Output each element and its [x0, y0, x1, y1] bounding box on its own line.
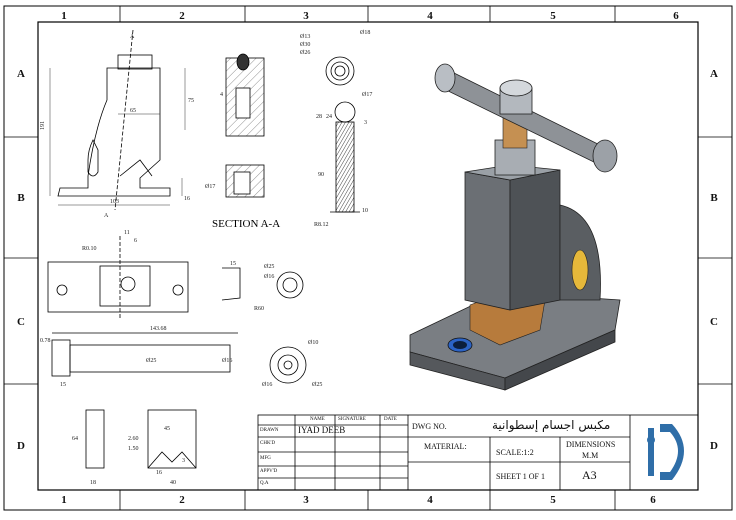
- dim-d25-handle: Ø25: [146, 358, 156, 364]
- tb-header-date: DATE: [384, 417, 397, 422]
- dim-4: 4: [220, 92, 223, 98]
- dim-45: 45: [164, 426, 170, 432]
- dim-r8-12: R8.12: [314, 222, 329, 228]
- front-view-dimensions: [49, 68, 186, 206]
- dim-d17-front: Ø17: [205, 184, 215, 190]
- zone-col-6-top: 6: [673, 10, 679, 22]
- cap-view: [269, 346, 307, 384]
- screw-side-view: [330, 101, 360, 213]
- section-marker-a-bottom: A: [104, 213, 109, 219]
- zone-row-d-left: D: [17, 440, 25, 452]
- base-top-view: [47, 236, 189, 320]
- dim-15-jaw: 15: [230, 261, 236, 267]
- tb-mfg-label: MFG: [260, 456, 271, 461]
- zone-col-3-top: 3: [303, 10, 309, 22]
- dim-75: 75: [188, 98, 194, 104]
- dim-6: 6: [134, 238, 137, 244]
- dim-d25-cap: Ø25: [312, 382, 322, 388]
- section-caption: SECTION A-A: [212, 218, 280, 230]
- dim-40: 40: [170, 480, 176, 486]
- dim-r0-10: R0.10: [82, 246, 97, 252]
- dim-16: 16: [184, 196, 190, 202]
- dim-d13: Ø13: [300, 34, 310, 40]
- tb-dimensions-unit: M.M: [582, 451, 599, 460]
- tb-qa-label: Q.A: [260, 481, 269, 486]
- dim-d17-screw: Ø17: [362, 92, 372, 98]
- front-view: [57, 29, 171, 211]
- dim-28: 28: [316, 114, 322, 120]
- zone-col-1-bottom: 1: [61, 494, 67, 506]
- zone-col-2-top: 2: [179, 10, 185, 22]
- tb-drawn-label: DRAWN: [260, 428, 279, 433]
- tb-chkd-label: CHK'D: [260, 441, 276, 446]
- dim-r60: R60: [254, 306, 264, 312]
- dim-15-handle: 15: [60, 382, 66, 388]
- screw-top-view: [325, 56, 355, 86]
- dim-10: 10: [362, 208, 368, 214]
- tb-material-label: MATERIAL:: [424, 442, 467, 451]
- dim-d18: Ø18: [360, 30, 370, 36]
- zone-col-2-bottom: 2: [179, 494, 185, 506]
- logo-mark: [647, 424, 684, 480]
- zone-col-3-bottom: 3: [303, 494, 309, 506]
- dim-24: 24: [326, 114, 332, 120]
- dim-1-50: 1.50: [128, 446, 139, 452]
- zone-col-4-top: 4: [427, 10, 433, 22]
- section-aa-view: [225, 53, 265, 198]
- dim-d25-jaw: Ø25: [264, 264, 274, 270]
- dim-3: 3: [364, 120, 367, 126]
- dim-3-small: 3: [182, 458, 185, 464]
- dim-16-small: 16: [156, 470, 162, 476]
- small-part-view: [85, 409, 197, 469]
- zone-row-b-right: B: [710, 192, 718, 204]
- zone-row-a-right: A: [710, 68, 718, 80]
- handle-view: [51, 332, 238, 377]
- zone-col-5-bottom: 5: [550, 494, 556, 506]
- isometric-assembly: [409, 63, 621, 391]
- dim-103: 103: [110, 199, 119, 205]
- dim-d30: Ø30: [300, 42, 310, 48]
- dim-d16-handle: Ø16: [222, 358, 232, 364]
- tb-scale: SCALE:1:2: [496, 448, 534, 457]
- zone-col-4-bottom: 4: [427, 494, 433, 506]
- zone-ticks: [4, 6, 732, 510]
- tb-header-signature: SIGNATURE: [338, 417, 366, 422]
- dim-d16-cap: Ø16: [262, 382, 272, 388]
- zone-col-5-top: 5: [550, 10, 556, 22]
- tb-drawn-name: IYAD DEEB: [298, 425, 346, 435]
- dim-2-60: 2.60: [128, 436, 139, 442]
- dim-d16-jaw: Ø16: [264, 274, 274, 280]
- tb-header-name: NAME: [310, 417, 325, 422]
- zone-row-b-left: B: [17, 192, 25, 204]
- tb-dwg-no-label: DWG NO.: [412, 422, 447, 431]
- section-marker-a-top: A: [130, 34, 135, 40]
- dim-d10: Ø10: [308, 340, 318, 346]
- title-block-grid: [257, 414, 699, 491]
- tb-dimensions-label: DIMENSIONS: [566, 440, 616, 449]
- dim-143-68: 143.68: [150, 326, 167, 332]
- dim-11: 11: [124, 230, 130, 236]
- dim-191: 191: [40, 121, 46, 130]
- tb-sheet: SHEET 1 OF 1: [496, 472, 545, 481]
- dim-0-78: 0.78: [40, 338, 51, 344]
- dim-64: 64: [72, 436, 78, 442]
- dim-90: 90: [318, 172, 324, 178]
- dim-18: 18: [90, 480, 96, 486]
- zone-col-1-top: 1: [61, 10, 67, 22]
- jaw-detail-view: [221, 267, 304, 301]
- tb-dwg-title: مكبس اجسام إسطوانية: [492, 418, 611, 432]
- outer-border: [3, 5, 733, 511]
- dim-65: 65: [130, 108, 136, 114]
- zone-row-d-right: D: [710, 440, 718, 452]
- tb-appvd-label: APPV'D: [260, 469, 278, 474]
- zone-col-6-bottom: 6: [650, 494, 656, 506]
- dim-d26: Ø26: [300, 50, 310, 56]
- zone-row-c-right: C: [710, 316, 718, 328]
- zone-row-c-left: C: [17, 316, 25, 328]
- zone-row-a-left: A: [17, 68, 25, 80]
- tb-size: A3: [582, 468, 597, 482]
